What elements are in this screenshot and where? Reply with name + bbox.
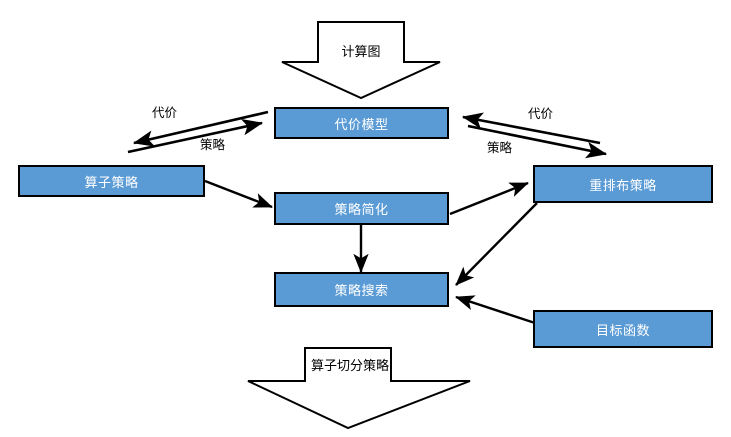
edge-cost-model-to-redistribution-strategy (467, 124, 608, 159)
node-cost-model[interactable]: 代价模型 (274, 107, 449, 139)
output-banner-shape (247, 347, 471, 430)
node-redistribution-strategy[interactable]: 重排布策略 (533, 165, 713, 203)
edge-strategy-simplify-to-redistribution-strategy (449, 181, 529, 216)
node-objective-function[interactable]: 目标函数 (533, 310, 713, 348)
edge-label-left-strategy: 策略 (200, 137, 226, 152)
edge-label-left-cost: 代价 (152, 105, 178, 120)
edge-objective-function-to-strategy-search (455, 295, 536, 325)
output-banner-label: 算子切分策略 (310, 359, 389, 374)
input-banner-label: 计算图 (341, 45, 381, 60)
node-redistribution-strategy-label: 重排布策略 (589, 178, 657, 194)
node-strategy-simplify[interactable]: 策略简化 (274, 192, 449, 225)
node-operator-strategy-label: 算子策略 (84, 175, 139, 191)
edge-redistribution-strategy-to-cost-model (461, 112, 601, 145)
input-banner-shape (281, 21, 441, 100)
edge-redistribution-strategy-to-strategy-search (455, 202, 538, 286)
node-cost-model-label: 代价模型 (334, 117, 389, 133)
node-strategy-search[interactable]: 策略搜索 (274, 272, 449, 307)
edge-operator-strategy-to-cost-model (127, 119, 264, 154)
edge-operator-strategy-to-strategy-simplify (204, 179, 273, 209)
node-objective-function-label: 目标函数 (595, 323, 650, 339)
node-strategy-simplify-label: 策略简化 (334, 203, 389, 218)
node-strategy-search-label: 策略搜索 (334, 284, 389, 299)
edge-label-right-cost: 代价 (528, 106, 554, 121)
edge-label-right-strategy: 策略 (487, 140, 513, 155)
node-operator-strategy[interactable]: 算子策略 (18, 165, 205, 197)
edge-cost-model-to-operator-strategy (132, 110, 269, 147)
